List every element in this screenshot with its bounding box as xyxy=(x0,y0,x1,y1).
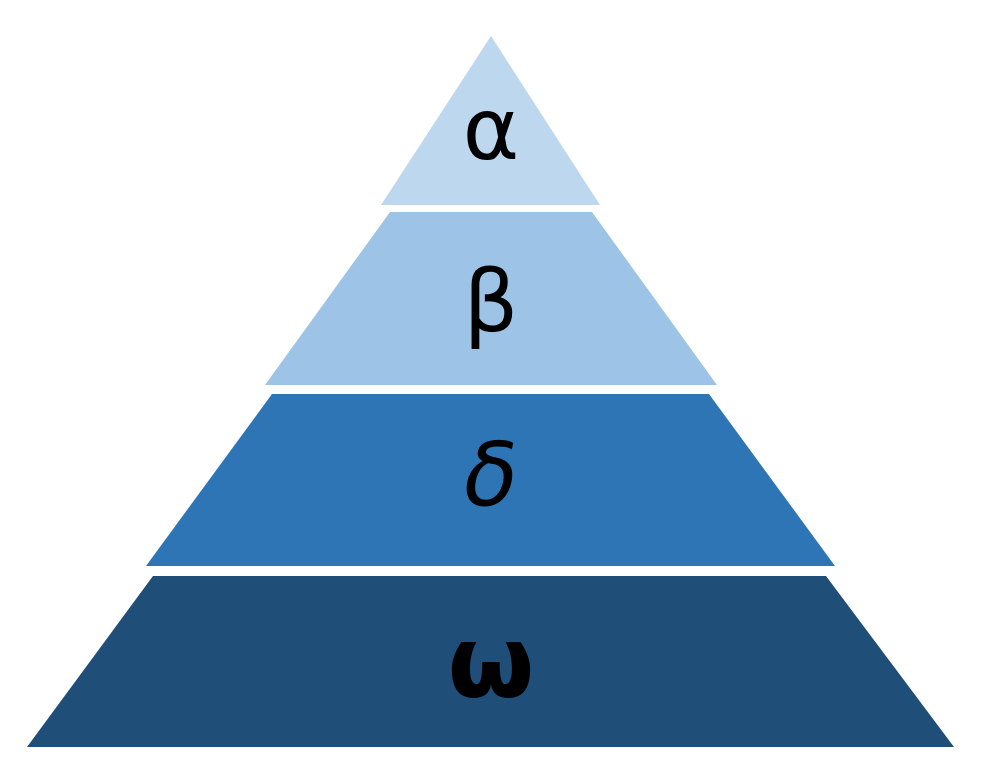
pyramid-tier-beta-label: β xyxy=(464,252,519,352)
pyramid-tier-beta: β xyxy=(265,212,717,385)
pyramid-tier-alpha: α xyxy=(381,36,600,205)
pyramid-tier-alpha-label: α xyxy=(463,80,520,180)
pyramid-tier-delta-label: δ xyxy=(464,424,518,527)
pyramid-tier-delta-shape xyxy=(146,394,835,566)
pyramid-tier-omega-label: ω xyxy=(448,604,535,721)
pyramid-tier-omega: ω xyxy=(27,576,954,747)
pyramid-tier-delta: δ xyxy=(146,394,835,566)
pyramid-tier-beta-shape xyxy=(265,212,717,385)
pyramid-tier-alpha-shape xyxy=(381,36,600,205)
pyramid-tier-omega-shape xyxy=(27,576,954,747)
